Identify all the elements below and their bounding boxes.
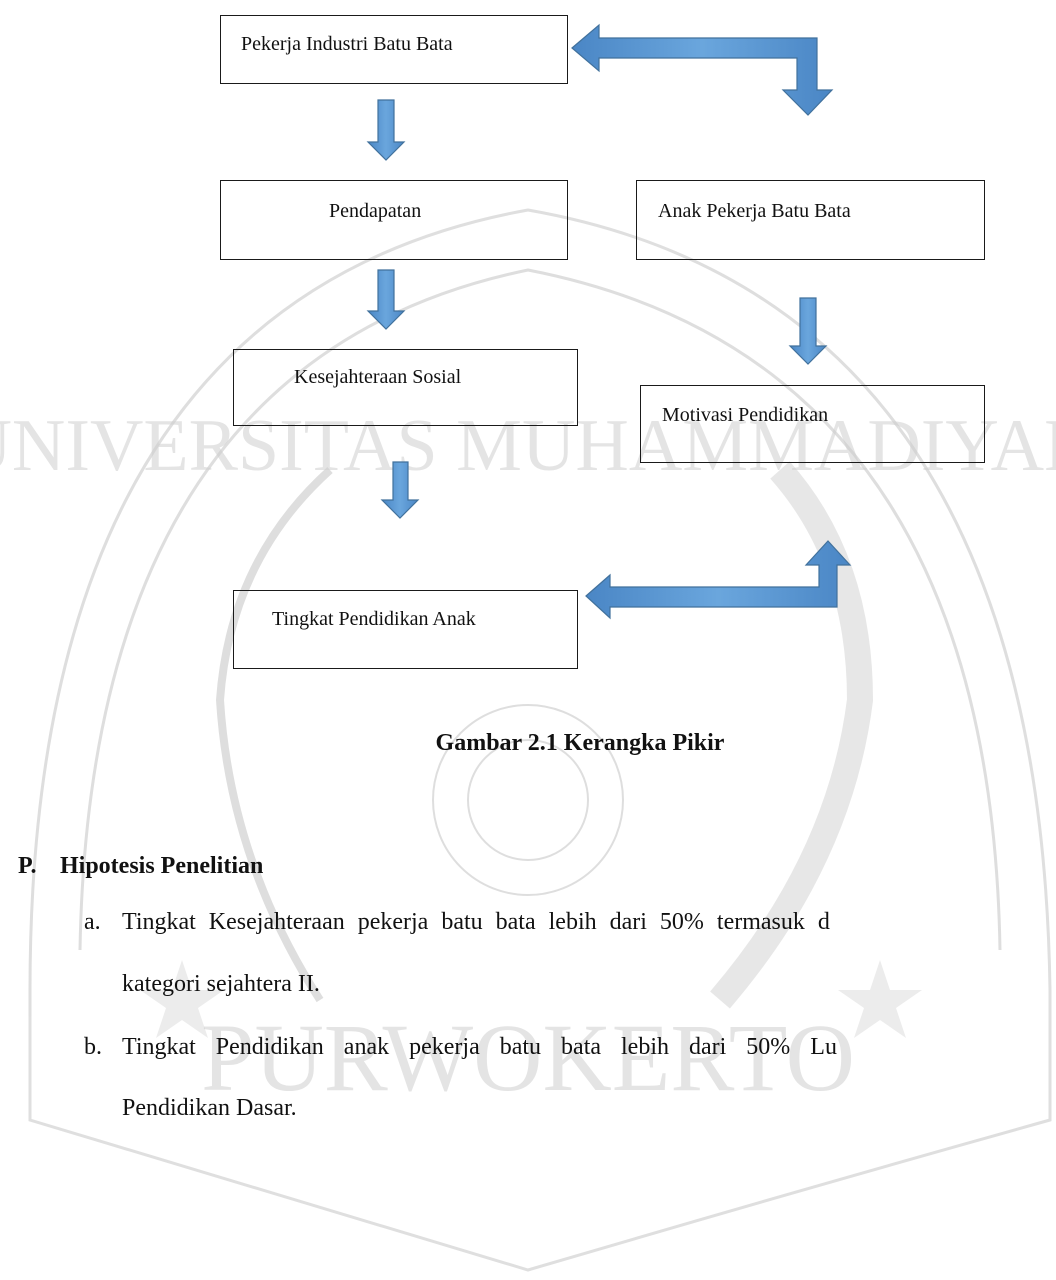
section-heading: P. Hipotesis Penelitian xyxy=(18,853,263,880)
diagram-arrows xyxy=(366,23,852,620)
box-label: Motivasi Pendidikan xyxy=(662,404,829,426)
box-label: Pendapatan xyxy=(329,200,422,222)
hypothesis-line: Tingkat Kesejahteraan pekerja batu bata … xyxy=(122,909,830,935)
hypothesis-label: b. xyxy=(84,1034,102,1060)
box-label: Anak Pekerja Batu Bata xyxy=(658,200,851,222)
box-label: Pekerja Industri Batu Bata xyxy=(241,33,453,55)
arrow-down-4-icon xyxy=(788,297,828,365)
box-anak-pekerja: Anak Pekerja Batu Bata xyxy=(636,180,985,260)
box-motivasi-pendidikan: Motivasi Pendidikan xyxy=(640,385,985,463)
hypothesis-b: b. Tingkat Pendidikan anak pekerja batu b… xyxy=(84,1034,837,1121)
box-label: Tingkat Pendidikan Anak xyxy=(272,608,476,630)
arrow-down-1-icon xyxy=(366,99,406,161)
hypothesis-a: a. Tingkat Kesejahteraan pekerja batu bat… xyxy=(84,909,830,997)
box-kesejahteraan-sosial: Kesejahteraan Sosial xyxy=(233,349,578,426)
figure-caption: Gambar 2.1 Kerangka Pikir xyxy=(435,730,725,756)
box-label: Kesejahteraan Sosial xyxy=(294,366,462,388)
box-pekerja-industri: Pekerja Industri Batu Bata xyxy=(220,15,568,84)
hypothesis-label: a. xyxy=(84,909,101,935)
watermark-star-right-icon xyxy=(838,960,922,1038)
bent-arrow-top-icon xyxy=(571,23,834,116)
arrow-down-3-icon xyxy=(380,461,420,519)
bent-arrow-bottom-icon xyxy=(585,540,852,620)
box-pendapatan: Pendapatan xyxy=(220,180,568,260)
hypothesis-line: Tingkat Pendidikan anak pekerja batu bat… xyxy=(122,1034,837,1060)
hypothesis-line: kategori sejahtera II. xyxy=(122,971,320,997)
arrow-down-2-icon xyxy=(366,269,406,330)
box-tingkat-pendidikan-anak: Tingkat Pendidikan Anak xyxy=(233,590,578,669)
hypothesis-line: Pendidikan Dasar. xyxy=(122,1095,297,1121)
section-number: P. xyxy=(18,853,37,879)
section-title: Hipotesis Penelitian xyxy=(60,853,264,879)
